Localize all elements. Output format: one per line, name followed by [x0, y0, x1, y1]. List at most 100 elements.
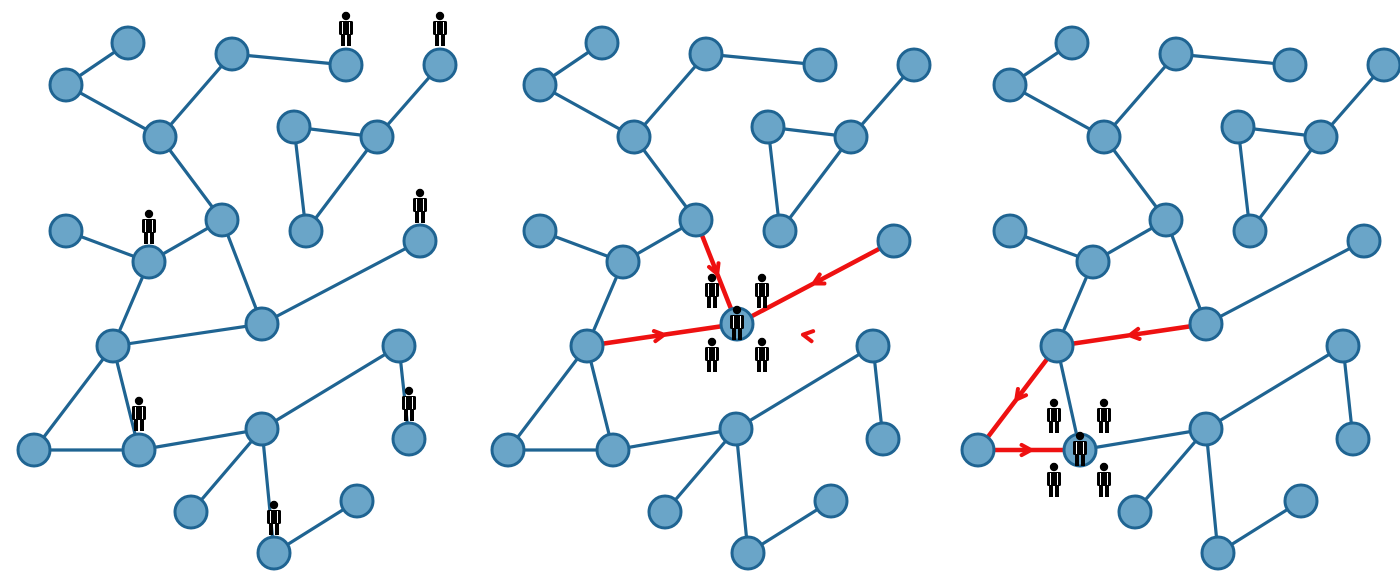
- walk-direction-arrow: [1014, 387, 1029, 402]
- graph-node: [865, 421, 901, 457]
- person-icon: [1097, 462, 1111, 497]
- graph-edge: [1102, 52, 1178, 139]
- graph-edge: [1078, 427, 1208, 452]
- graph-edge: [1055, 344, 1082, 452]
- graph-edge: [32, 344, 115, 452]
- person-icon: [1073, 431, 1087, 466]
- person-icon: [1047, 398, 1061, 433]
- graph-node: [173, 494, 209, 530]
- graph-edge: [632, 52, 708, 139]
- graph-node: [244, 306, 280, 342]
- graph-node: [256, 535, 292, 571]
- graph-node: [1366, 47, 1400, 83]
- graph-node: [813, 483, 849, 519]
- person-icon: [142, 209, 156, 244]
- graph-edge: [220, 218, 264, 326]
- panel-3: [960, 25, 1400, 571]
- graph-node: [244, 411, 280, 447]
- walk-direction-arrow: [1127, 326, 1142, 341]
- graph-node: [855, 328, 891, 364]
- walk-direction-arrow: [801, 329, 816, 344]
- graph-node: [276, 109, 312, 145]
- person-icon: [1047, 462, 1061, 497]
- graph-node: [730, 535, 766, 571]
- graph-node: [960, 432, 996, 468]
- graph-node: [339, 483, 375, 519]
- graph-node: [1200, 535, 1236, 571]
- graph-edge: [158, 52, 234, 139]
- graph-node: [896, 47, 932, 83]
- graph-node: [110, 25, 146, 61]
- person-icon: [339, 11, 353, 46]
- graph-node: [1188, 306, 1224, 342]
- graph-node: [1303, 119, 1339, 155]
- walk-direction-arrow: [651, 329, 666, 344]
- graph-edge: [304, 135, 379, 233]
- graph-edge: [1204, 239, 1366, 326]
- person-icon: [132, 396, 146, 431]
- graph-node: [605, 244, 641, 280]
- graph-node: [48, 213, 84, 249]
- graph-node: [204, 202, 240, 238]
- graph-node: [422, 47, 458, 83]
- graph-node: [359, 119, 395, 155]
- graph-node: [1117, 494, 1153, 530]
- graph-node: [214, 36, 250, 72]
- graph-node: [584, 25, 620, 61]
- person-icon: [755, 337, 769, 372]
- graph-edge: [611, 427, 738, 452]
- graph-node: [1346, 223, 1382, 259]
- graph-node: [616, 119, 652, 155]
- graph-node: [1272, 47, 1308, 83]
- graph-node: [522, 67, 558, 103]
- graph-edge: [585, 344, 615, 452]
- graph-node: [48, 67, 84, 103]
- graph-edge: [734, 344, 875, 431]
- graph-node: [1075, 244, 1111, 280]
- graph-edge: [1164, 218, 1208, 326]
- graph-edge: [137, 427, 264, 452]
- person-icon: [1097, 398, 1111, 433]
- graph-node: [1220, 109, 1256, 145]
- graph-node: [121, 432, 157, 468]
- graph-node: [992, 67, 1028, 103]
- graph-node: [131, 244, 167, 280]
- person-icon: [705, 273, 719, 308]
- graph-node: [402, 223, 438, 259]
- graph-node: [1335, 421, 1371, 457]
- graph-edge: [260, 239, 422, 326]
- graph-node: [142, 119, 178, 155]
- graph-edge: [1204, 344, 1345, 431]
- graph-node: [750, 109, 786, 145]
- graph-node: [1325, 328, 1361, 364]
- graph-node: [992, 213, 1028, 249]
- graph-node: [1283, 483, 1319, 519]
- graph-node: [595, 432, 631, 468]
- graph-edge: [1008, 83, 1106, 139]
- walk-direction-arrow: [707, 261, 721, 276]
- graph-node: [802, 47, 838, 83]
- graph-node: [490, 432, 526, 468]
- graph-node: [1039, 328, 1075, 364]
- graph-node: [647, 494, 683, 530]
- graph-node: [288, 213, 324, 249]
- graph-node: [1148, 202, 1184, 238]
- graph-node: [1158, 36, 1194, 72]
- walk-direction-arrow: [1019, 442, 1033, 458]
- graph-node: [678, 202, 714, 238]
- person-icon: [267, 500, 281, 535]
- graph-node: [718, 411, 754, 447]
- graph-node: [688, 36, 724, 72]
- graph-edge: [704, 52, 822, 67]
- graph-edge: [506, 344, 589, 452]
- graph-node: [16, 432, 52, 468]
- person-icon: [402, 386, 416, 421]
- graph-node: [833, 119, 869, 155]
- walk-direction-arrow: [811, 272, 827, 286]
- graph-edge: [64, 83, 162, 139]
- graph-edge: [734, 427, 750, 555]
- graph-edge: [260, 344, 401, 431]
- person-icon: [755, 273, 769, 308]
- graph-edge: [1204, 427, 1220, 555]
